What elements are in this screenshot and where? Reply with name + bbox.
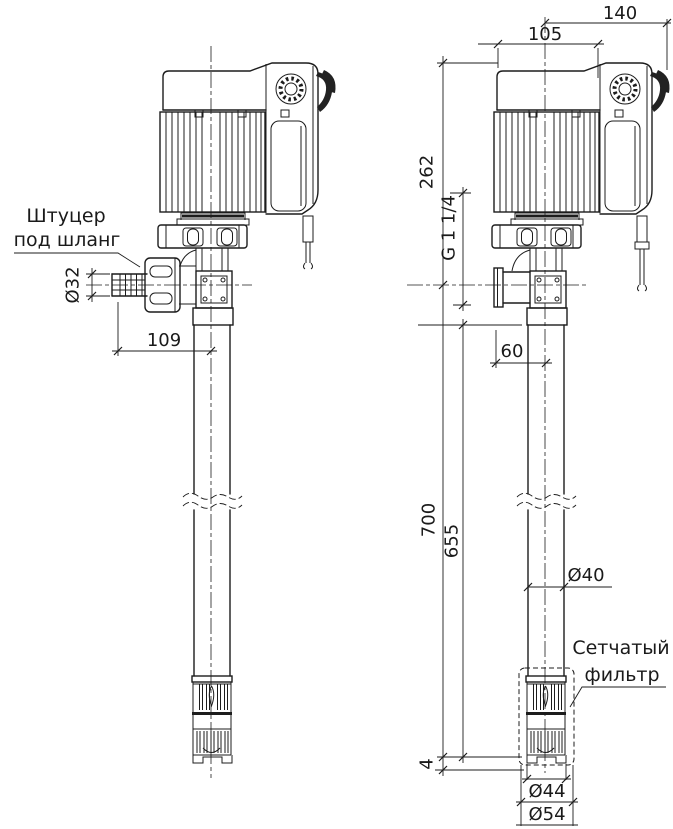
strainer xyxy=(191,675,233,764)
mesh-filter-label-line1: Сетчатый xyxy=(572,637,669,659)
power-cable xyxy=(634,215,650,292)
dim-655: 655 xyxy=(442,524,463,558)
dim-filter-inner: Ø44 xyxy=(528,781,565,802)
speed-knob-icon xyxy=(275,73,307,105)
dim-109: 109 xyxy=(147,330,181,351)
tube-adapter xyxy=(192,307,234,326)
motor-housing-outline xyxy=(496,62,653,215)
motor-housing-outline xyxy=(162,62,319,215)
dim-60: 60 xyxy=(501,341,524,362)
dim-262: 262 xyxy=(417,155,438,189)
handle-panel xyxy=(604,120,641,212)
suction-tube xyxy=(182,324,243,677)
dim-140: 140 xyxy=(603,3,637,24)
pump-side-view xyxy=(407,17,670,773)
tube-adapter xyxy=(526,307,568,326)
power-cable xyxy=(302,215,314,270)
fin-tab xyxy=(571,109,581,118)
fin-tab xyxy=(237,109,247,118)
valve-slot xyxy=(542,685,549,708)
hose-fitting-label-line1: Штуцер xyxy=(26,205,105,227)
pump-head-block xyxy=(529,270,567,309)
pump-front-view xyxy=(86,46,336,778)
break-line xyxy=(182,492,243,500)
suction-tube xyxy=(516,324,577,677)
fin-tab xyxy=(194,109,204,118)
hose-fitting-label: Штуцер под шланг xyxy=(14,205,141,268)
power-switch-icon xyxy=(316,70,336,112)
mesh-filter-label: Сетчатый фильтр xyxy=(569,637,670,708)
dim-700: 700 xyxy=(419,503,440,537)
pump-collar xyxy=(491,212,584,249)
dim-tube-d: Ø40 xyxy=(567,565,604,586)
fin-tab xyxy=(280,109,290,118)
strainer xyxy=(518,667,575,766)
motor-fins xyxy=(159,111,266,213)
break-line xyxy=(516,501,577,509)
dim-4: 4 xyxy=(417,758,438,769)
handle-panel xyxy=(270,120,307,212)
motor-fins xyxy=(493,111,600,213)
hose-fitting-label-line2: под шланг xyxy=(14,229,121,251)
mesh-filter-outline xyxy=(518,667,575,766)
pump-collar xyxy=(157,212,250,249)
foot-profile xyxy=(192,754,233,764)
foot-profile xyxy=(526,754,567,764)
speed-knob-icon xyxy=(609,73,641,105)
fin-tab xyxy=(528,109,538,118)
break-line xyxy=(516,492,577,500)
leader-line xyxy=(569,686,666,708)
mesh-filter-label-line2: фильтр xyxy=(584,664,659,686)
hose-nut xyxy=(144,257,181,313)
outlet-assembly xyxy=(111,248,234,326)
leader-line xyxy=(14,252,141,268)
dim-thread: G 1 1/4 xyxy=(439,195,460,261)
dim-105: 105 xyxy=(528,24,562,45)
pump-head-block xyxy=(195,270,233,309)
power-switch-icon xyxy=(650,70,670,112)
outlet-assembly xyxy=(493,248,568,326)
outlet-port xyxy=(493,267,531,308)
valve-slot xyxy=(208,685,215,708)
hose-barb xyxy=(111,273,148,297)
break-line xyxy=(182,501,243,509)
dim-hose-d: Ø32 xyxy=(63,266,84,303)
dim-filter-outer: Ø54 xyxy=(528,804,565,825)
dimensions: 140 105 262 700 4 G 1 1/4 655 xyxy=(14,3,672,826)
fin-tab xyxy=(614,109,624,118)
